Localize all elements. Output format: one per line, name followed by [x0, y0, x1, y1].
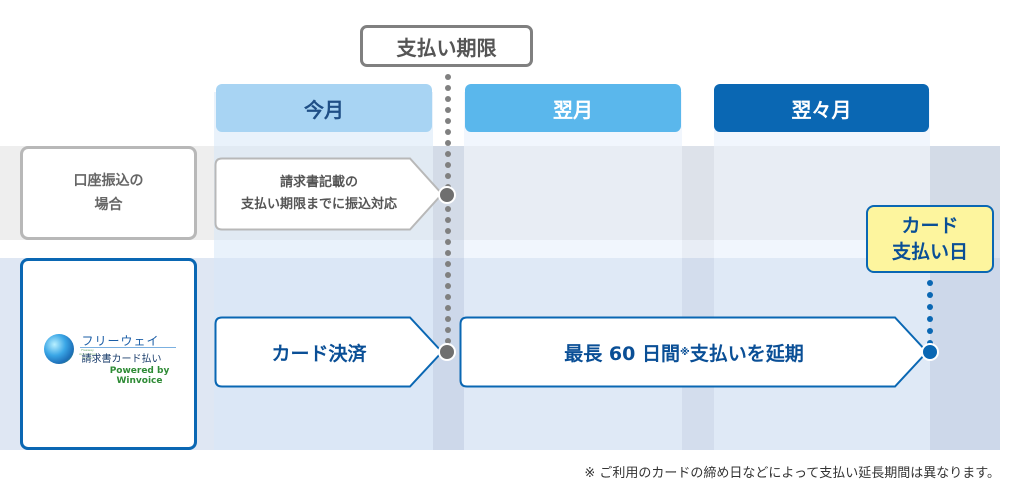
- dotted-line-dot: [445, 162, 451, 168]
- dotted-line-dot: [445, 206, 451, 212]
- dotted-line-dot: [445, 261, 451, 267]
- logo-mid-text: 請求書カード払い: [81, 354, 162, 365]
- card-payment-row-label: フリーウェイ Freeway Accounting System 請求書カード払…: [20, 258, 197, 450]
- column-gap-strip: [930, 146, 1000, 450]
- payday-dotted-line: [927, 280, 933, 346]
- footnote: ※ ご利用のカードの締め日などによって支払い延長期間は異なります。: [584, 466, 1000, 481]
- dotted-line-dot: [445, 250, 451, 256]
- column-gap-strip: [682, 146, 714, 450]
- dotted-line-dot: [445, 140, 451, 146]
- dotted-line-dot: [445, 96, 451, 102]
- bank-transfer-label-line2: 場合: [94, 197, 123, 213]
- dotted-line-dot: [927, 328, 933, 334]
- bank-transfer-arrow: 請求書記載の 支払い期限までに振込対応: [214, 157, 444, 231]
- extension-note-mark: ※: [679, 346, 690, 358]
- logo-top-text: フリーウェイ: [81, 334, 160, 348]
- bank-arrow-line2: 支払い期限までに振込対応: [240, 197, 397, 212]
- dotted-line-dot: [445, 239, 451, 245]
- dotted-line-dot: [445, 129, 451, 135]
- dotted-line-dot: [445, 118, 451, 124]
- extension-text-prefix: 最長 60 日間: [564, 342, 680, 365]
- extension-arrow-shape: [459, 316, 929, 388]
- month-header-month-after-next: 翌々月: [714, 84, 929, 132]
- payday-line2: 支払い日: [891, 241, 968, 263]
- card-settlement-arrow: カード決済: [214, 316, 444, 388]
- dotted-line-dot: [445, 272, 451, 278]
- dotted-line-dot: [445, 173, 451, 179]
- dotted-line-dot: [927, 292, 933, 298]
- dotted-line-dot: [445, 74, 451, 80]
- dotted-line-dot: [927, 316, 933, 322]
- card-payday-label: カード 支払い日: [866, 205, 994, 273]
- deadline-dotted-line: [445, 74, 451, 355]
- bank-transfer-row-label: 口座振込の 場合: [20, 146, 197, 240]
- extension-text-suffix: 支払いを延期: [689, 342, 804, 365]
- dotted-line-dot: [445, 327, 451, 333]
- dotted-line-dot: [927, 280, 933, 286]
- deadline-node-card: [438, 343, 456, 361]
- month-header-next-month: 翌月: [465, 84, 681, 132]
- dotted-line-dot: [445, 85, 451, 91]
- month-header-this-month: 今月: [216, 84, 432, 132]
- bank-arrow-line1: 請求書記載の: [279, 175, 358, 190]
- card-arrow-text: カード決済: [271, 342, 367, 365]
- dotted-line-dot: [445, 294, 451, 300]
- logo-bottom-text: Powered by Winvoice: [109, 366, 170, 386]
- dotted-line-dot: [445, 338, 451, 344]
- dotted-line-dot: [445, 316, 451, 322]
- dotted-line-dot: [445, 228, 451, 234]
- logo-divider: [79, 347, 176, 348]
- payment-extension-arrow: 最長 60 日間※支払いを延期: [459, 316, 929, 388]
- freeway-logo: フリーウェイ Freeway Accounting System 請求書カード払…: [34, 324, 184, 386]
- bank-arrow-shape: [214, 157, 444, 231]
- logo-small-text: Freeway Accounting System: [79, 348, 96, 360]
- bank-transfer-label-line1: 口座振込の: [73, 173, 144, 189]
- dotted-line-dot: [445, 283, 451, 289]
- dotted-line-dot: [445, 107, 451, 113]
- dotted-line-dot: [445, 305, 451, 311]
- month2-column: [464, 92, 682, 450]
- payday-node: [921, 343, 939, 361]
- dotted-line-dot: [445, 151, 451, 157]
- globe-icon: [43, 334, 74, 364]
- month1-column: [214, 92, 433, 450]
- dotted-line-dot: [445, 217, 451, 223]
- payment-deadline-label: 支払い期限: [360, 25, 533, 67]
- card-arrow-shape: [214, 316, 444, 388]
- payday-line1: カード: [901, 215, 959, 237]
- dotted-line-dot: [927, 304, 933, 310]
- deadline-node-bank: [438, 186, 456, 204]
